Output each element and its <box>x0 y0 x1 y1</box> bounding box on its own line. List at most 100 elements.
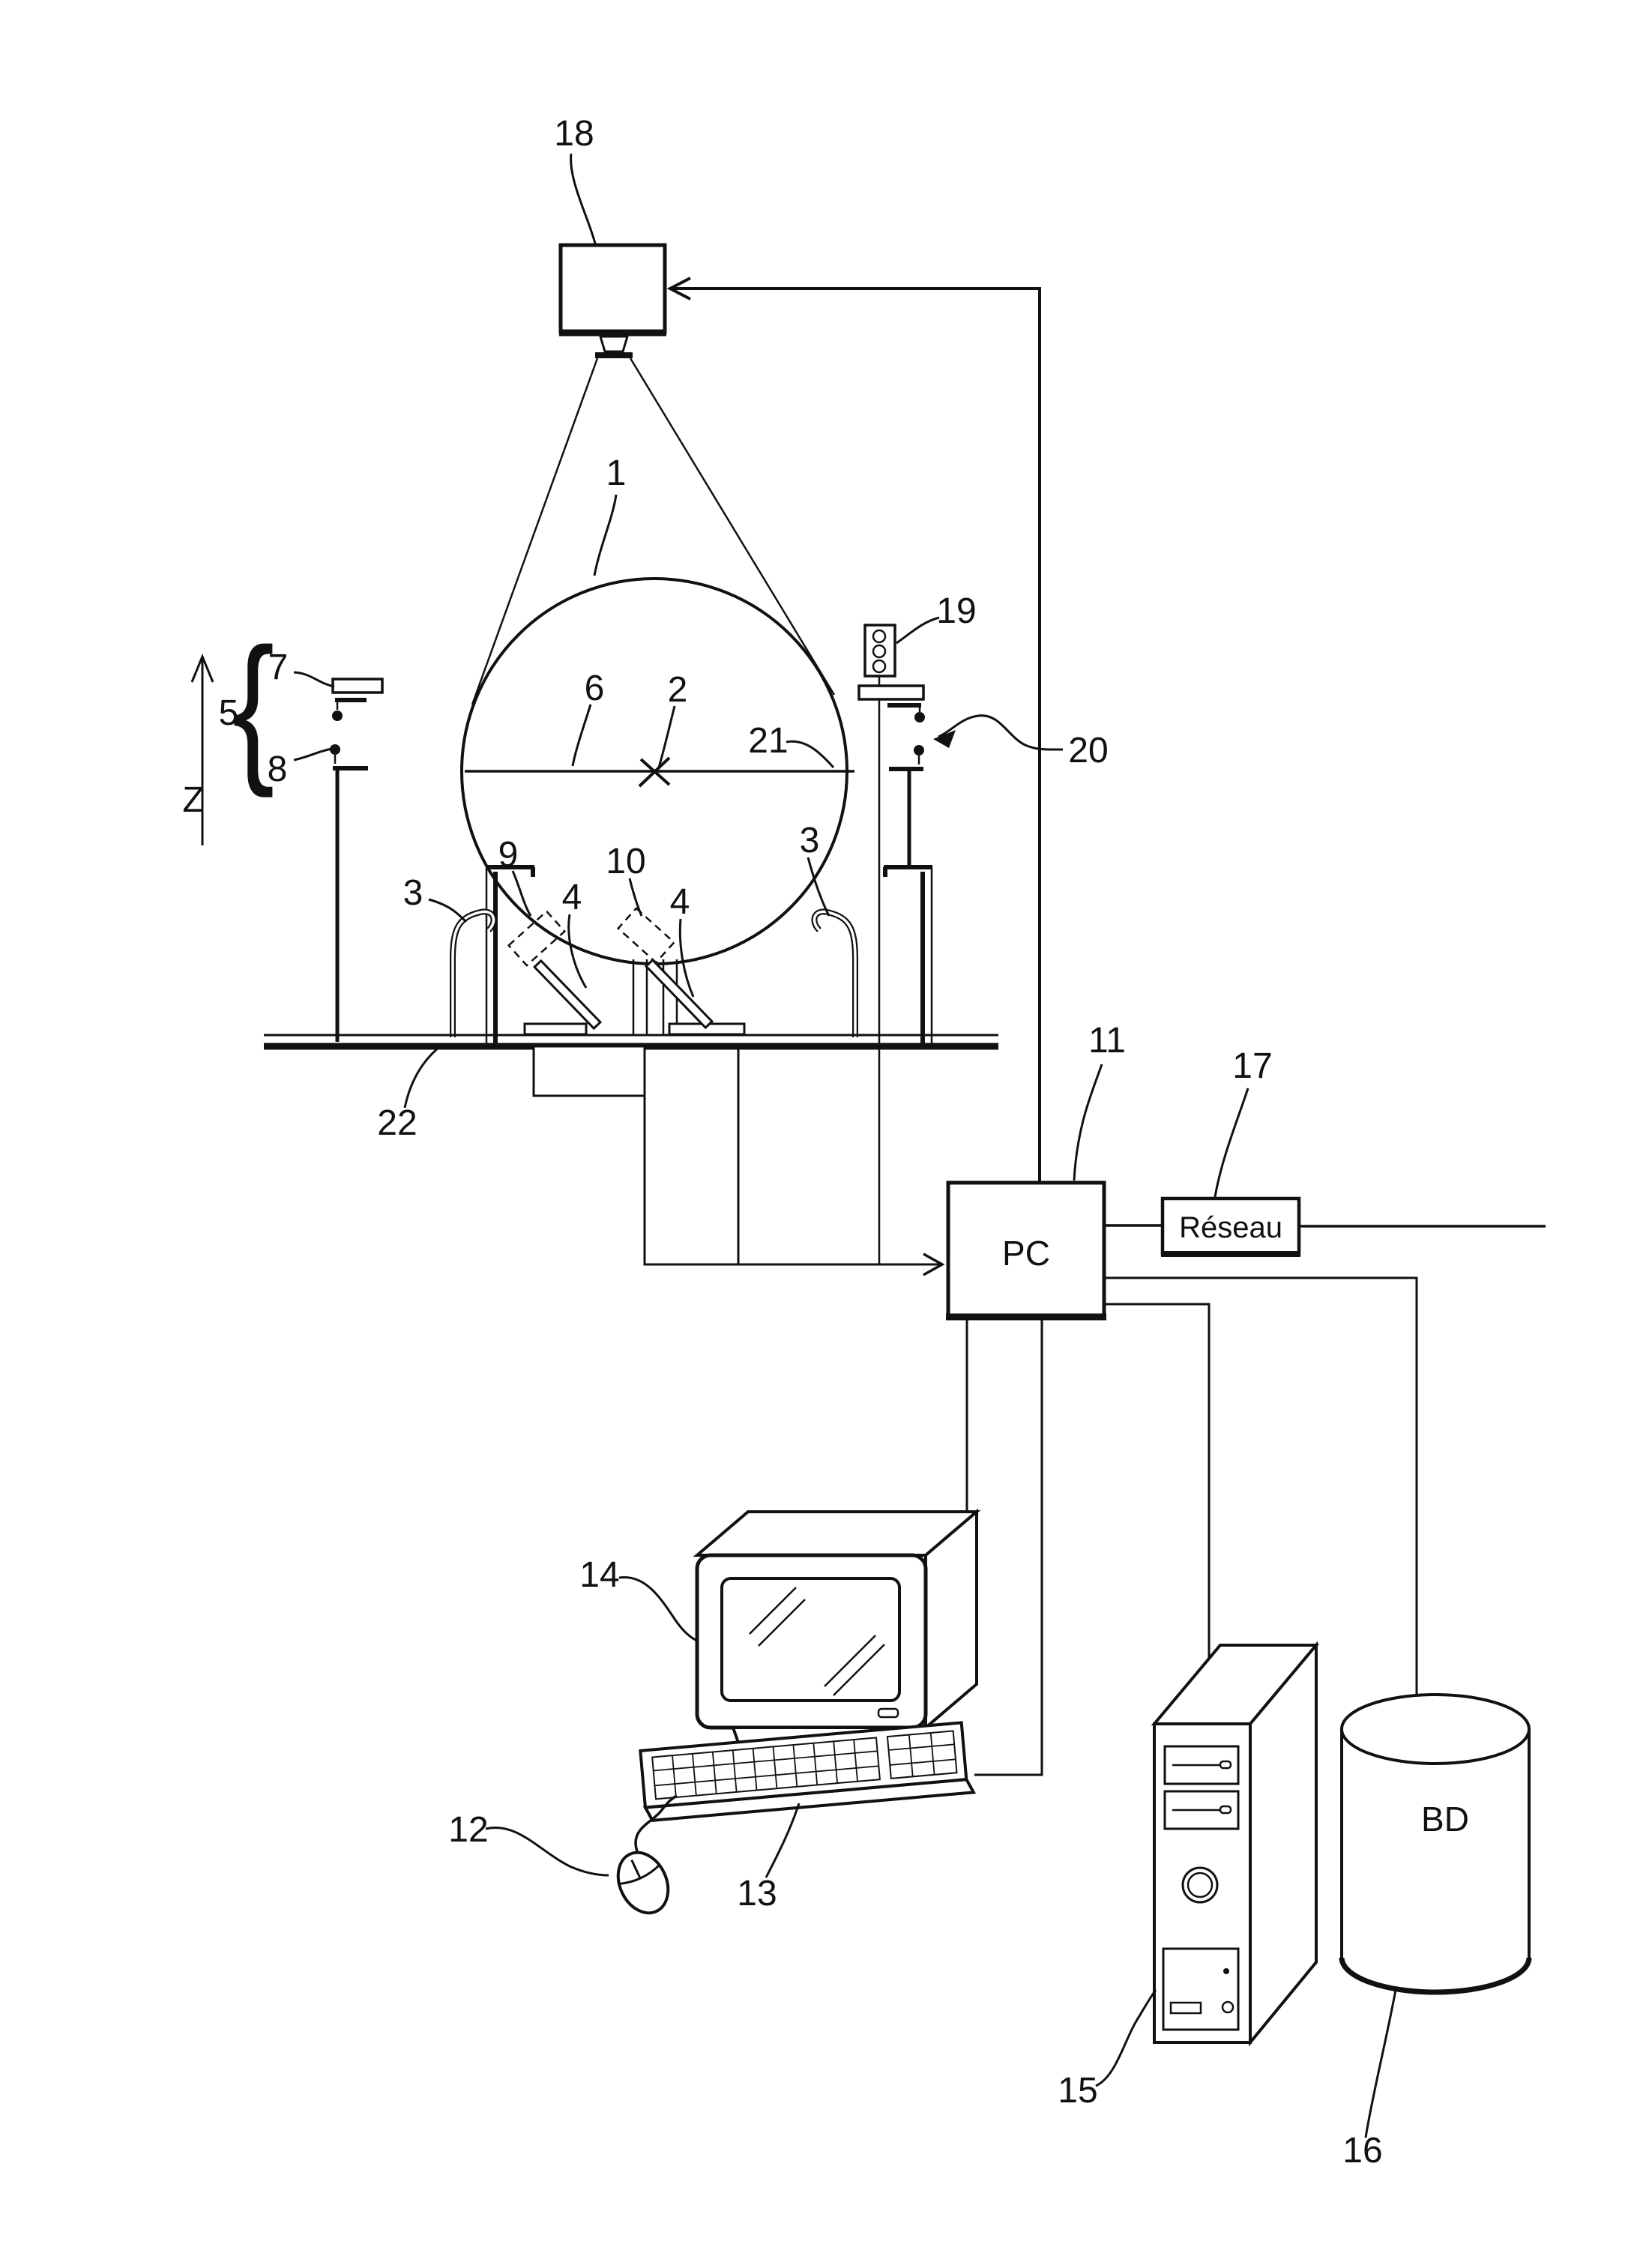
tower-lower-panel <box>1162 1947 1240 2031</box>
ref-1: 1 <box>606 453 627 493</box>
leader-20 <box>938 714 1064 751</box>
view-cone-left <box>471 358 599 705</box>
leader-3-left <box>428 898 468 923</box>
view-cone-right <box>629 358 836 696</box>
connector-pin-3 <box>872 659 887 674</box>
leader-17 <box>1214 1088 1249 1198</box>
z-axis-label: Z <box>182 780 204 820</box>
power-button-inner <box>1187 1872 1214 1898</box>
right-wall <box>883 865 933 1043</box>
ref-12: 12 <box>448 1810 488 1850</box>
leader-lines <box>293 153 1397 2138</box>
keyboard <box>639 1721 977 1822</box>
ref-9: 9 <box>498 835 519 875</box>
cylinder-top <box>1340 1693 1531 1765</box>
left-clamp-core <box>451 910 495 1037</box>
ref-17: 17 <box>1232 1046 1272 1086</box>
leader-7 <box>293 671 335 688</box>
left-rod-4 <box>532 959 603 1031</box>
right-clamp-core <box>813 910 857 1037</box>
monitor-power-slot <box>877 1707 899 1719</box>
left-lower-dot <box>330 744 340 755</box>
center-x-mark-icon <box>638 756 671 788</box>
wire-pc-to-keyboard <box>974 1317 1043 1776</box>
ref-21: 21 <box>748 721 788 761</box>
main-key-block <box>651 1737 881 1800</box>
right-lower-dot <box>914 745 924 756</box>
ref-19: 19 <box>936 591 976 631</box>
wire-pc-to-database <box>1104 1276 1418 1716</box>
leader-1 <box>593 494 618 576</box>
ref-8: 8 <box>268 750 288 789</box>
ref-6: 6 <box>585 669 605 708</box>
network-label: Réseau <box>1179 1211 1282 1244</box>
keyboard-deck <box>639 1721 968 1809</box>
brace-icon: { <box>232 614 275 798</box>
cylinder-bottom-rim <box>1339 1957 1532 1995</box>
leader-6 <box>571 704 592 767</box>
mouse-button-divider <box>630 1859 642 1878</box>
leader-4-right <box>678 918 695 998</box>
main-key-lines <box>653 1739 879 1798</box>
ref-14: 14 <box>579 1555 619 1595</box>
monitor-screen <box>720 1577 901 1702</box>
cylinder-body <box>1340 1729 1531 1994</box>
camera-unit <box>471 243 836 705</box>
pc-input-arrowhead-icon <box>923 1252 945 1276</box>
left-clamp <box>450 908 497 1037</box>
right-rod-shape <box>644 958 714 1030</box>
tower-computer <box>1151 1641 1320 2047</box>
ref-13: 13 <box>737 1874 777 1913</box>
ref-16: 16 <box>1342 2131 1382 2171</box>
panel-slot <box>1169 2001 1202 2015</box>
right-sensor-bar <box>857 684 925 701</box>
left-sensor-bar <box>331 678 384 694</box>
network-box <box>1160 1196 1301 1256</box>
mouse <box>616 1794 678 1915</box>
probe-10-dashed-outline <box>616 907 676 964</box>
leader-3-right <box>807 857 830 917</box>
ref-4-left: 4 <box>562 878 582 917</box>
ref-3-right: 3 <box>800 821 820 860</box>
wire-pc-to-tower <box>1104 1303 1211 1694</box>
connector-pin-1 <box>872 629 887 644</box>
key-grid <box>651 1730 958 1800</box>
camera-lens <box>598 335 630 353</box>
ref-5: 5 <box>219 693 239 733</box>
leader-10 <box>628 878 643 917</box>
leader-13 <box>765 1803 801 1878</box>
leader-20-arrowhead-icon <box>933 730 956 748</box>
screen-glare-icon <box>749 1587 885 1696</box>
left-upper-dot <box>332 711 343 721</box>
leader-16 <box>1364 1989 1397 2138</box>
leader-4-left <box>567 914 588 989</box>
left-sensor-assembly <box>330 678 384 1042</box>
ref-10: 10 <box>606 842 645 881</box>
leader-12 <box>485 1827 609 1877</box>
reference-numerals: 18 1 19 7 5 8 6 2 21 20 3 9 4 10 4 3 22 … <box>219 114 1383 2171</box>
leader-15 <box>1095 1989 1157 2087</box>
leader-14 <box>618 1575 699 1643</box>
leader-21 <box>786 740 835 769</box>
platform <box>264 1034 998 1097</box>
pc-label: PC <box>1002 1234 1050 1273</box>
ref-7: 7 <box>268 648 289 687</box>
pc-box <box>946 1180 1106 1319</box>
database-cylinder: BD <box>1339 1693 1532 1995</box>
mouse-button-split <box>619 1864 660 1885</box>
mouse-body <box>616 1851 670 1915</box>
right-rod-4 <box>644 958 714 1030</box>
right-sensor-assembly <box>857 624 925 867</box>
ref-4-right: 4 <box>670 882 690 922</box>
connector-pin-2 <box>872 644 887 659</box>
ref-20: 20 <box>1068 731 1108 770</box>
leader-11 <box>1073 1064 1103 1181</box>
wire-pc-to-camera <box>669 287 1041 1183</box>
camera-body <box>558 243 667 334</box>
ref-3-left: 3 <box>403 873 423 913</box>
z-axis-arrowhead-icon <box>190 654 214 683</box>
wire-platform-to-pc <box>643 1096 940 1266</box>
under-platform-box <box>532 1045 646 1097</box>
